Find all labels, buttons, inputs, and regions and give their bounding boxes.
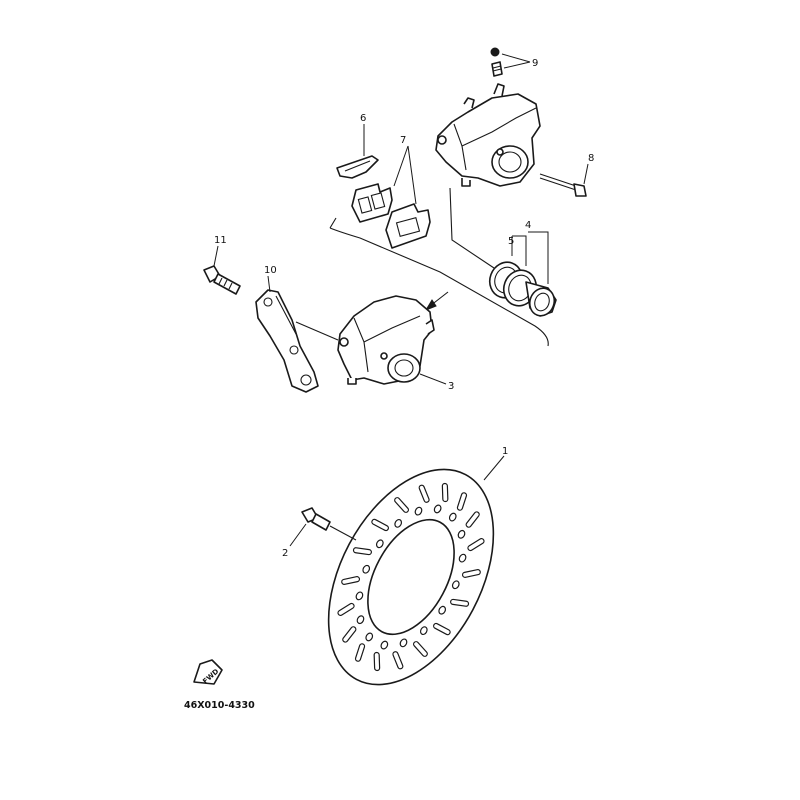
disc-slot [392, 651, 404, 670]
part-8-bolt [539, 173, 587, 197]
part-11-bolt [203, 265, 241, 295]
disc-slots [337, 482, 485, 672]
callout-6: 6 [360, 113, 366, 124]
caliper-upper [435, 83, 541, 187]
callout-9: 9 [532, 58, 538, 69]
disc-slot [465, 511, 480, 528]
disc-hole [414, 506, 423, 516]
disc-slot [461, 569, 481, 578]
fwd-arrow-icon: FWD [193, 659, 223, 686]
disc-slot [342, 626, 357, 643]
disc-slot [352, 547, 372, 556]
callout-7: 7 [400, 135, 406, 146]
disc-hole [355, 591, 364, 601]
part-10-caliper-bracket [255, 289, 319, 393]
callout-5: 5 [508, 236, 514, 247]
disc-hole [399, 638, 408, 648]
part-9-bleed-screw [490, 47, 503, 77]
disc-hole [448, 512, 457, 522]
disc-hole [457, 529, 466, 539]
disc-hole [419, 626, 428, 636]
exploded-group-outline [329, 217, 549, 347]
assembly-guide-line [449, 187, 495, 269]
part-4-piston [525, 281, 557, 317]
disc-slot [341, 576, 361, 585]
disc-slot [441, 482, 449, 503]
callout-2: 2 [282, 548, 288, 559]
disc-slot [450, 598, 470, 607]
disc-slot [412, 641, 428, 657]
disc-hole [394, 518, 403, 528]
part-3-brake-caliper-assy [337, 295, 435, 385]
callout-4: 4 [525, 220, 531, 231]
disc-hole [451, 580, 460, 590]
disc-slot [373, 651, 381, 672]
disc-slot [337, 602, 355, 616]
disc-slot [467, 538, 485, 552]
disc-slot [433, 622, 451, 636]
disc-hole [356, 615, 365, 625]
disc-hole [458, 553, 467, 563]
disc-hole [433, 504, 442, 514]
callout-11: 11 [214, 235, 227, 246]
disc-slot [418, 484, 430, 503]
disc-slot [394, 497, 410, 513]
disc-hole [365, 632, 374, 642]
part-6-pad-spring [336, 155, 379, 179]
part-code: 46X010-4330 [184, 700, 255, 711]
part-2-disc-bolt [301, 507, 331, 531]
disc-hole [375, 539, 384, 549]
part-1-brake-disc [327, 468, 495, 686]
disc-slot [456, 492, 468, 511]
disc-hole [380, 640, 389, 650]
callout-10: 10 [264, 265, 277, 276]
callout-3: 3 [448, 381, 454, 392]
disc-slot [354, 643, 366, 662]
disc-mounting-holes [355, 504, 467, 650]
disc-slot [371, 518, 389, 532]
disc-hole [362, 564, 371, 574]
part-7-brake-pad-b [385, 203, 431, 249]
callout-8: 8 [588, 153, 594, 164]
part-7-brake-pad-a [351, 183, 393, 223]
disc-hole [438, 605, 447, 615]
callout-1: 1 [502, 446, 508, 457]
